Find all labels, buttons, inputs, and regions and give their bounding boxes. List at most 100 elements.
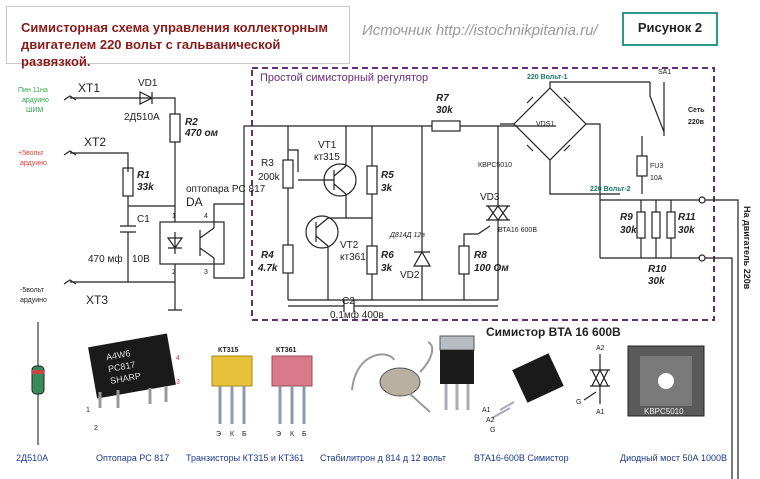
r10-label: R10 xyxy=(648,264,667,275)
svg-text:PC817: PC817 xyxy=(107,359,136,374)
figure-label: Рисунок 2 xyxy=(637,20,703,35)
c1-label: C1 xyxy=(137,214,150,225)
caption-opto: Оптопара PC 817 xyxy=(96,453,169,463)
regulator-label: Простой симисторный регулятор xyxy=(260,72,428,84)
r5-resistor xyxy=(366,165,378,195)
r4-resistor xyxy=(282,244,294,274)
r1-value: 33k xyxy=(137,182,154,193)
xt1-label: XT1 xyxy=(78,81,100,95)
r9-value: 30k xyxy=(620,225,637,236)
vd3-triac xyxy=(477,126,510,300)
optocoupler xyxy=(159,221,225,265)
minus5-label-2: ардуино xyxy=(20,297,47,304)
vt2-type: кт361 xyxy=(340,252,366,263)
source-credit: Источник http://istochnikpitania.ru/ xyxy=(362,22,598,39)
r8-label: R8 xyxy=(474,250,487,261)
vd2-zener xyxy=(412,126,432,300)
motor-label: На двигатель 220в xyxy=(742,206,752,290)
regulator-border xyxy=(251,67,715,321)
diode-photo xyxy=(31,322,45,445)
r3-label: R3 xyxy=(261,158,274,169)
sa1-label: SA1 xyxy=(658,69,671,76)
caption-transistors: Транзисторы КТ315 и КТ361 xyxy=(186,453,304,463)
opto-photo-pin1: 1 xyxy=(86,407,90,414)
r8-resistor xyxy=(458,245,470,275)
vd1-diode xyxy=(139,91,156,105)
fu3-fuse xyxy=(636,155,648,177)
sa1-switch xyxy=(649,82,665,136)
r7-resistor xyxy=(431,120,461,132)
v220-1-label: 220 Вольт-1 xyxy=(527,74,568,81)
vt1-label: VT1 xyxy=(318,140,337,151)
triac-photo-g: G xyxy=(490,427,495,434)
triac-symbol-a1: A1 xyxy=(596,409,605,416)
caption-bridge: Диодный мост 50А 1000В xyxy=(620,453,727,463)
vd1-type: 2Д510А xyxy=(124,112,160,123)
triac-symbol-g: G xyxy=(576,399,581,406)
r1-label: R1 xyxy=(137,170,150,181)
r6-label: R6 xyxy=(381,250,394,261)
caption-zener: Стабилитрон д 814 д 12 вольт xyxy=(320,453,446,463)
svg-text:К: К xyxy=(230,431,235,438)
svg-text:Э: Э xyxy=(276,431,281,438)
r7-value: 30k xyxy=(436,105,453,116)
r6-value: 3k xyxy=(381,263,393,274)
c2-label: C2 xyxy=(342,296,355,307)
xt3-label: XT3 xyxy=(86,293,108,307)
r4-value: 4.7k xyxy=(257,263,278,274)
r1-resistor xyxy=(122,167,134,197)
r9-resistor xyxy=(636,211,646,239)
opto-photo-pin2: 2 xyxy=(94,425,98,432)
vd3-label: VD3 xyxy=(480,192,500,203)
r2-label: R2 xyxy=(185,117,198,128)
fu3-value: 10A xyxy=(650,175,663,182)
r3-value: 200k xyxy=(258,172,281,183)
optocoupler-photo: A4W6 PC817 SHARP 4 3 1 2 xyxy=(86,333,180,432)
opto-photo-pin3: 3 xyxy=(176,379,180,386)
opto-pin2: 2 xyxy=(172,269,176,276)
r10-value: 30k xyxy=(648,276,665,287)
r9-label: R9 xyxy=(620,212,633,223)
vds1-type: КВРС5010 xyxy=(478,162,512,169)
vds1-label: VDS1 xyxy=(536,121,554,128)
xt2-label: XT2 xyxy=(84,135,106,149)
opto-pin4: 4 xyxy=(204,213,208,220)
r2-resistor xyxy=(169,113,181,143)
caption-triac: BTA16-600В Симистор xyxy=(474,453,569,463)
opto-label: оптопара PC 817 xyxy=(186,184,266,195)
plus5-label-1: +5вольт xyxy=(18,150,45,157)
triac-symbol: A2 A1 G xyxy=(576,345,610,416)
r2-value: 470 ом xyxy=(184,128,219,139)
opto-photo-pin4: 4 xyxy=(176,355,180,362)
triac-photo-title: Симистор BTA 16 600В xyxy=(486,325,621,339)
triac-photo-a2: A2 xyxy=(486,417,495,424)
vt2-transistor xyxy=(305,215,339,249)
triac-photo-a1: A1 xyxy=(482,407,491,414)
pwm-label-1: Пин 11на xyxy=(18,87,48,94)
minus5-label-1: -5вольт xyxy=(20,287,45,294)
vd1-label: VD1 xyxy=(138,78,158,89)
c1-capacitor xyxy=(120,225,136,282)
svg-text:Э: Э xyxy=(216,431,221,438)
r4-label: R4 xyxy=(261,250,274,261)
triac-photo-angled: A1 A2 G xyxy=(482,353,564,434)
vt1-type: кт315 xyxy=(314,152,340,163)
r11-label: R11 xyxy=(678,212,696,223)
triac-photo xyxy=(439,335,475,410)
kt315-label: КТ315 xyxy=(218,347,239,354)
r7-label: R7 xyxy=(436,93,449,104)
vt2-label: VT2 xyxy=(340,240,359,251)
c1-value: 470 мф xyxy=(88,253,123,265)
opto-pin3: 3 xyxy=(204,269,208,276)
vd2-label: VD2 xyxy=(400,270,420,281)
r8-value: 100 Ом xyxy=(474,263,509,274)
svg-text:Б: Б xyxy=(242,431,247,438)
bridge-marking: KBPC5010 xyxy=(644,407,684,416)
mains-voltage: 220в xyxy=(688,119,705,126)
c2-value: 0.1мф 400в xyxy=(330,309,384,321)
v220-2-label: 220 Вольт-2 xyxy=(590,186,631,193)
opto-da: DA xyxy=(186,195,203,209)
